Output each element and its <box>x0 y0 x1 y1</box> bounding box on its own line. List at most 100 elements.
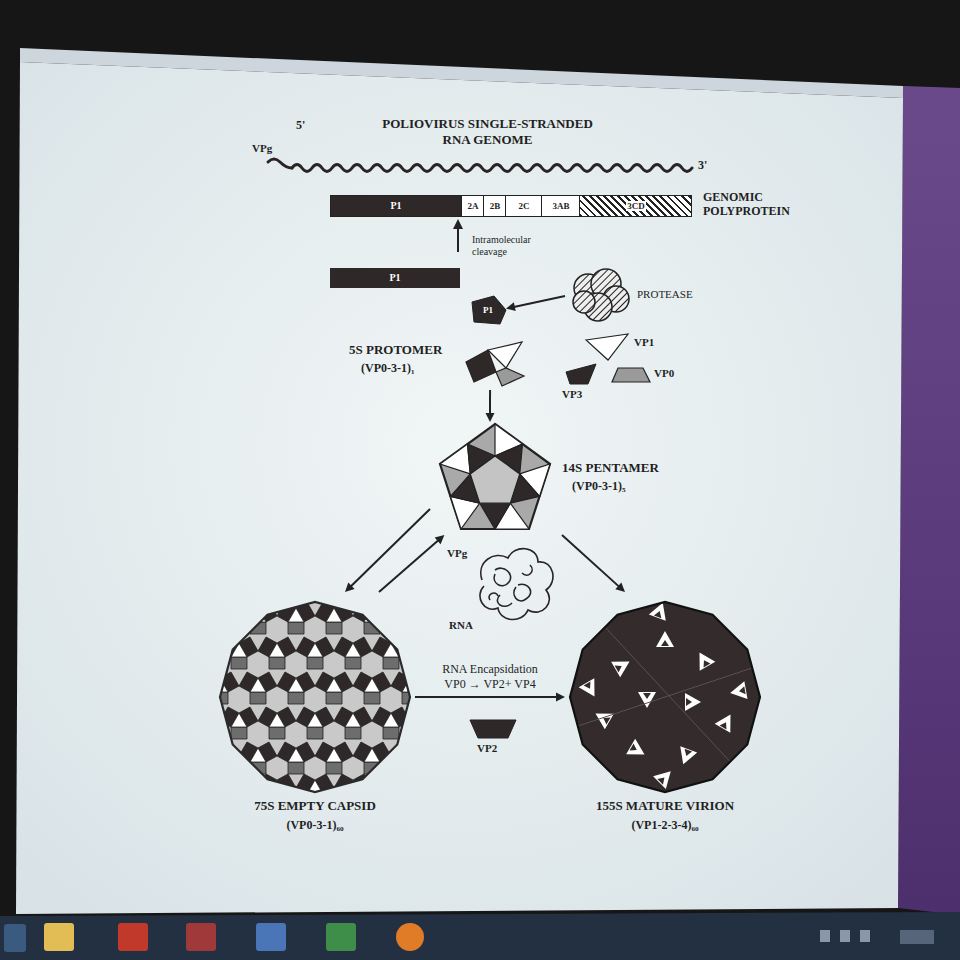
node-text: 14S PENTAMER <box>562 460 659 476</box>
mature-virion-node: 155S MATURE VIRION(VP1-2-3-4)₆₀ <box>565 592 765 845</box>
illustration-part <box>315 742 353 774</box>
illustration-part <box>353 672 391 704</box>
node-text: 2B <box>490 201 501 212</box>
cleavage-arrow <box>453 219 463 252</box>
illustration-part <box>396 923 424 951</box>
illustration-part <box>292 165 692 172</box>
illustration-part <box>489 565 532 606</box>
illustration-part <box>575 600 755 789</box>
node-text: VP3 <box>562 388 582 401</box>
protomer-shape <box>466 342 524 386</box>
edge-label: RNA Encapsidation VP0 → VP2+ VP4 <box>434 662 546 691</box>
arrow-connector <box>506 296 565 311</box>
mature-virion-shape <box>570 600 760 792</box>
rna-tangle <box>480 549 553 620</box>
vp0-node: VP0 <box>606 362 686 386</box>
taskbar-icons <box>4 923 934 952</box>
arrow-connector <box>562 535 625 592</box>
polyprotein-bar: GENOMIC POLYPROTEINP12A2B2C3AB3CD <box>330 195 692 217</box>
node-text: RNA <box>449 619 473 632</box>
rna-genome-strand <box>268 159 692 172</box>
illustration-part <box>239 602 277 634</box>
connector-line <box>514 296 565 307</box>
node-text: 3CD <box>626 201 646 212</box>
segment-box: 2C <box>505 196 541 216</box>
segment-box: 2A <box>461 196 483 216</box>
illustration-part <box>729 681 748 702</box>
illustration-part <box>440 444 470 474</box>
illustration-part <box>715 710 739 733</box>
arrowhead <box>435 535 445 544</box>
protease-shape <box>573 269 629 321</box>
bar-heading: GENOMIC POLYPROTEIN <box>703 190 803 219</box>
illustration-part <box>277 672 315 704</box>
illustration-part <box>201 602 429 806</box>
node-text: P1 <box>390 200 401 212</box>
arrowhead <box>486 413 495 422</box>
illustration-part <box>256 923 286 951</box>
arrowhead <box>506 302 516 311</box>
illustration-part <box>220 602 410 792</box>
illustration-part <box>296 707 334 739</box>
empty-capsid-shape <box>201 602 429 806</box>
taskbar <box>0 912 960 960</box>
vp1-shape <box>586 334 628 360</box>
illustration-part <box>296 637 334 669</box>
illustration-part <box>496 368 524 386</box>
node-text: (VP0-3-1)₅ <box>572 479 626 493</box>
illustration-part <box>605 627 735 767</box>
cleavage-label: Intramolecular cleavage <box>472 234 544 258</box>
illustration-part <box>685 693 701 711</box>
arrow-connector <box>379 535 444 592</box>
illustration-part <box>840 930 850 942</box>
node-text: (VP0-3-1)₆₀ <box>286 818 343 832</box>
slide-background <box>16 62 903 914</box>
segment-box: P1 <box>331 196 461 216</box>
illustration-part <box>457 228 459 252</box>
illustration-part <box>653 765 677 789</box>
segment-box: 3AB <box>541 196 579 216</box>
vp2-shape <box>470 720 516 738</box>
arrowhead <box>556 692 565 701</box>
connector-line <box>415 696 557 698</box>
illustration-part <box>440 424 550 529</box>
illustration-part <box>453 219 463 229</box>
illustration-part <box>220 707 258 739</box>
illustration-part <box>820 930 830 942</box>
vp1-node: VP1 <box>582 330 667 364</box>
protease-node: PROTEASE <box>565 270 715 322</box>
illustration-part <box>570 602 760 792</box>
illustration-part <box>675 746 697 767</box>
protomer-node: 5S PROTOMER (VP0-3-1)₁ <box>345 338 530 390</box>
vp3-node: VP3 <box>558 362 602 406</box>
vpg-label: VPg <box>252 142 272 155</box>
vp3-shape <box>566 364 596 384</box>
arrow-connector <box>345 509 430 592</box>
desktop-background <box>898 86 960 915</box>
illustration-part <box>277 742 315 774</box>
illustration-part <box>258 707 296 739</box>
illustration-part <box>656 631 674 647</box>
node-text: VP0 <box>654 367 674 380</box>
p1-folded-shape <box>472 296 506 324</box>
illustration-part <box>334 707 372 739</box>
illustration-part <box>860 930 870 942</box>
node-text: 155S MATURE VIRION <box>596 798 734 814</box>
arrowhead <box>345 582 355 592</box>
node-text: 5S PROTOMER <box>349 342 442 358</box>
illustration-part <box>372 707 410 739</box>
arrow-connector <box>415 692 565 701</box>
node-text: (VP0-3-1)₁ <box>361 361 415 375</box>
empty-capsid-node: 75S EMPTY CAPSID(VP0-3-1)₆₀ <box>215 592 415 845</box>
illustration-part <box>258 637 296 669</box>
node-text: VPg <box>447 547 467 560</box>
illustration-part <box>44 923 74 951</box>
arrowhead <box>615 583 625 592</box>
vp2-node: VP2 <box>465 716 521 762</box>
connector-line <box>351 509 430 586</box>
illustration-part <box>315 672 353 704</box>
genome-title: POLIOVIRUS SINGLE-STRANDED RNA GENOME <box>375 116 600 147</box>
connector-line <box>562 535 619 587</box>
